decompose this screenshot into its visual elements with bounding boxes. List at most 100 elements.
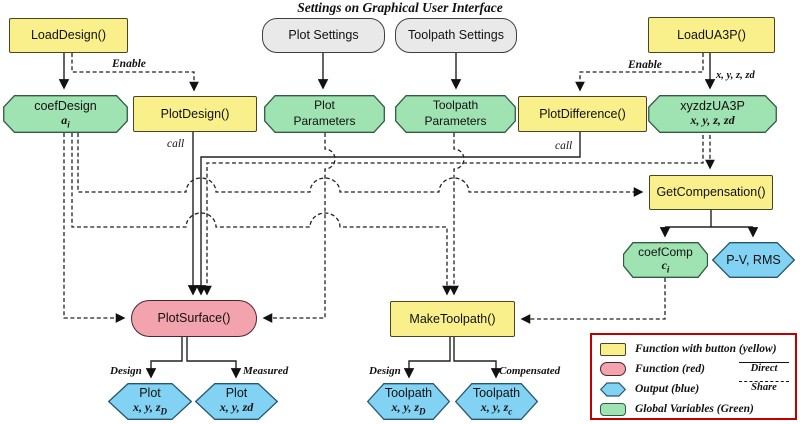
solid-line-icon xyxy=(739,362,789,363)
legend-direct-label: Direct xyxy=(750,363,778,374)
node-plot-design: PlotDesign() xyxy=(133,96,257,132)
edge-coefdesign-plotsurface xyxy=(63,133,126,323)
node-pv-rms: P-V, RMS xyxy=(712,242,795,278)
legend-label-global-variables: Global Variables (Green) xyxy=(635,403,754,415)
node-plot-surface: PlotSurface() xyxy=(131,300,257,337)
node-xyzdz-ua3p-symbol: x, y, z, zd xyxy=(690,112,735,127)
edge-coefdesign-maketoolpath xyxy=(71,133,452,296)
legend-row-function: Function (red) xyxy=(599,361,705,377)
edge-coefdesign-getcompensation xyxy=(77,133,644,197)
node-xyzdz-ua3p-label: xyzdzUA3P xyxy=(680,98,745,113)
legend-label-function-button: Function with button (yellow) xyxy=(635,343,777,355)
node-toolpath-parameters-line2: Parameters xyxy=(424,114,487,128)
legend-row-output: Output (blue) xyxy=(599,381,699,397)
edge-label-call-right: call xyxy=(555,140,573,152)
node-toolpath-parameters: Toolpath Parameters xyxy=(395,95,516,133)
node-toolpath-parameters-line1: Toolpath xyxy=(432,98,479,113)
node-plot-parameters: Plot Parameters xyxy=(264,95,385,133)
node-coef-design: coefDesign ai xyxy=(3,95,128,133)
legend-label-function: Function (red) xyxy=(635,363,705,375)
node-make-toolpath: MakeToolpath() xyxy=(390,301,515,337)
legend-row-global-variables: Global Variables (Green) xyxy=(599,401,754,417)
node-coef-comp-label: coefComp xyxy=(638,244,693,259)
node-plot-settings: Plot Settings xyxy=(262,18,385,53)
hexagon-shape xyxy=(712,242,795,278)
octagon-shape xyxy=(623,242,708,278)
legend-row-function-button: Function with button (yellow) xyxy=(599,341,777,357)
node-load-design-label: LoadDesign() xyxy=(30,28,107,42)
legend-blue-hexagon-icon xyxy=(599,381,626,397)
edge-getcompensation-split xyxy=(665,210,753,228)
edge-enable-loaddesign-plotdesign xyxy=(71,53,199,92)
edge-plotdifference-call-plotsurface xyxy=(195,132,581,296)
node-plot-out-measured-label: Plot xyxy=(225,386,248,401)
node-load-ua3p-label: LoadUA3P() xyxy=(677,27,746,42)
edge-maketoolpath-toolpathdesignout xyxy=(403,337,451,379)
node-plot-design-label: PlotDesign() xyxy=(160,106,230,121)
node-toolpath-settings-label: Toolpath Settings xyxy=(408,28,504,42)
node-plot-difference: PlotDifference() xyxy=(518,96,647,132)
node-plot-out-design-symbol: x, y, zD xyxy=(132,400,168,417)
node-load-ua3p: LoadUA3P() xyxy=(648,17,775,53)
legend-yellow-rect-icon xyxy=(599,342,626,356)
node-toolpath-out-design-label: Toolpath xyxy=(384,386,433,401)
edge-plotsurface-plotdesignout xyxy=(145,337,183,379)
edge-label-design-left: Design xyxy=(110,365,142,377)
edge-plotparameters-plotsurface xyxy=(262,133,336,323)
node-get-compensation: GetCompensation() xyxy=(649,175,773,210)
node-plot-surface-label: PlotSurface() xyxy=(157,311,231,325)
node-coef-comp: coefComp ci xyxy=(623,242,708,278)
node-load-design: LoadDesign() xyxy=(9,18,128,53)
node-plot-difference-label: PlotDifference() xyxy=(539,106,626,121)
node-plot-out-measured-symbol: x, y, zd xyxy=(219,400,254,415)
legend-share-label: Share xyxy=(751,382,777,393)
edge-label-enable-right: Enable xyxy=(628,59,662,71)
legend-share-line: Share xyxy=(739,381,789,393)
legend-red-pill-icon xyxy=(599,362,626,376)
node-plot-out-design-label: Plot xyxy=(139,386,161,401)
node-coef-comp-symbol: ci xyxy=(661,258,670,275)
node-toolpath-out-design: Toolpath x, y, zD xyxy=(367,383,450,420)
node-coef-design-label: coefDesign xyxy=(34,98,97,113)
edge-label-enable-left: Enable xyxy=(112,58,146,70)
octagon-shape xyxy=(648,95,777,133)
node-get-compensation-label: GetCompensation() xyxy=(656,185,766,199)
node-plot-out-measured: Plot x, y, zd xyxy=(195,383,278,420)
node-plot-parameters-line2: Parameters xyxy=(293,114,356,128)
edge-enable-loadua3p-plotdifference xyxy=(575,53,704,92)
hexagon-shape xyxy=(455,383,538,420)
edge-label-compensated: Compensated xyxy=(499,365,561,377)
edge-coefcomp-maketoolpath xyxy=(520,278,666,324)
octagon-shape xyxy=(3,95,128,133)
octagon-shape xyxy=(264,95,385,133)
edge-label-measured: Measured xyxy=(243,365,289,377)
node-plot-settings-label: Plot Settings xyxy=(288,28,359,42)
node-plot-parameters-line1: Plot xyxy=(314,98,335,113)
edge-label-design-right: Design xyxy=(369,365,401,377)
edge-xyzdzua3p-plotsurface xyxy=(202,135,704,296)
octagon-shape xyxy=(395,95,516,133)
legend: Function with button (yellow) Function (… xyxy=(590,333,797,420)
diagram-title: Settings on Graphical User Interface xyxy=(297,0,503,15)
node-toolpath-settings: Toolpath Settings xyxy=(395,18,517,53)
dashed-line-icon xyxy=(739,381,789,382)
legend-green-round-icon xyxy=(599,402,626,416)
node-toolpath-out-comp-symbol: x, y, zc xyxy=(480,400,513,417)
hexagon-shape xyxy=(195,383,278,420)
node-toolpath-out-design-symbol: x, y, zD xyxy=(391,400,426,417)
legend-direct-line: Direct xyxy=(739,362,789,374)
hexagon-shape xyxy=(108,383,192,420)
node-pv-rms-label: P-V, RMS xyxy=(726,252,781,267)
edge-maketoolpath-toolpathcompout xyxy=(453,337,502,379)
edge-plotsurface-plotmeasuredout xyxy=(186,337,242,379)
edge-label-call-left: call xyxy=(167,138,185,150)
legend-label-output: Output (blue) xyxy=(635,383,700,395)
node-make-toolpath-label: MakeToolpath() xyxy=(409,311,496,326)
node-plot-out-design: Plot x, y, zD xyxy=(108,383,192,420)
node-toolpath-out-comp: Toolpath x, y, zc xyxy=(455,383,538,420)
hexagon-shape xyxy=(367,383,450,420)
node-xyzdz-ua3p: xyzdzUA3P x, y, z, zd xyxy=(648,95,777,133)
node-coef-design-symbol: ai xyxy=(61,112,70,130)
